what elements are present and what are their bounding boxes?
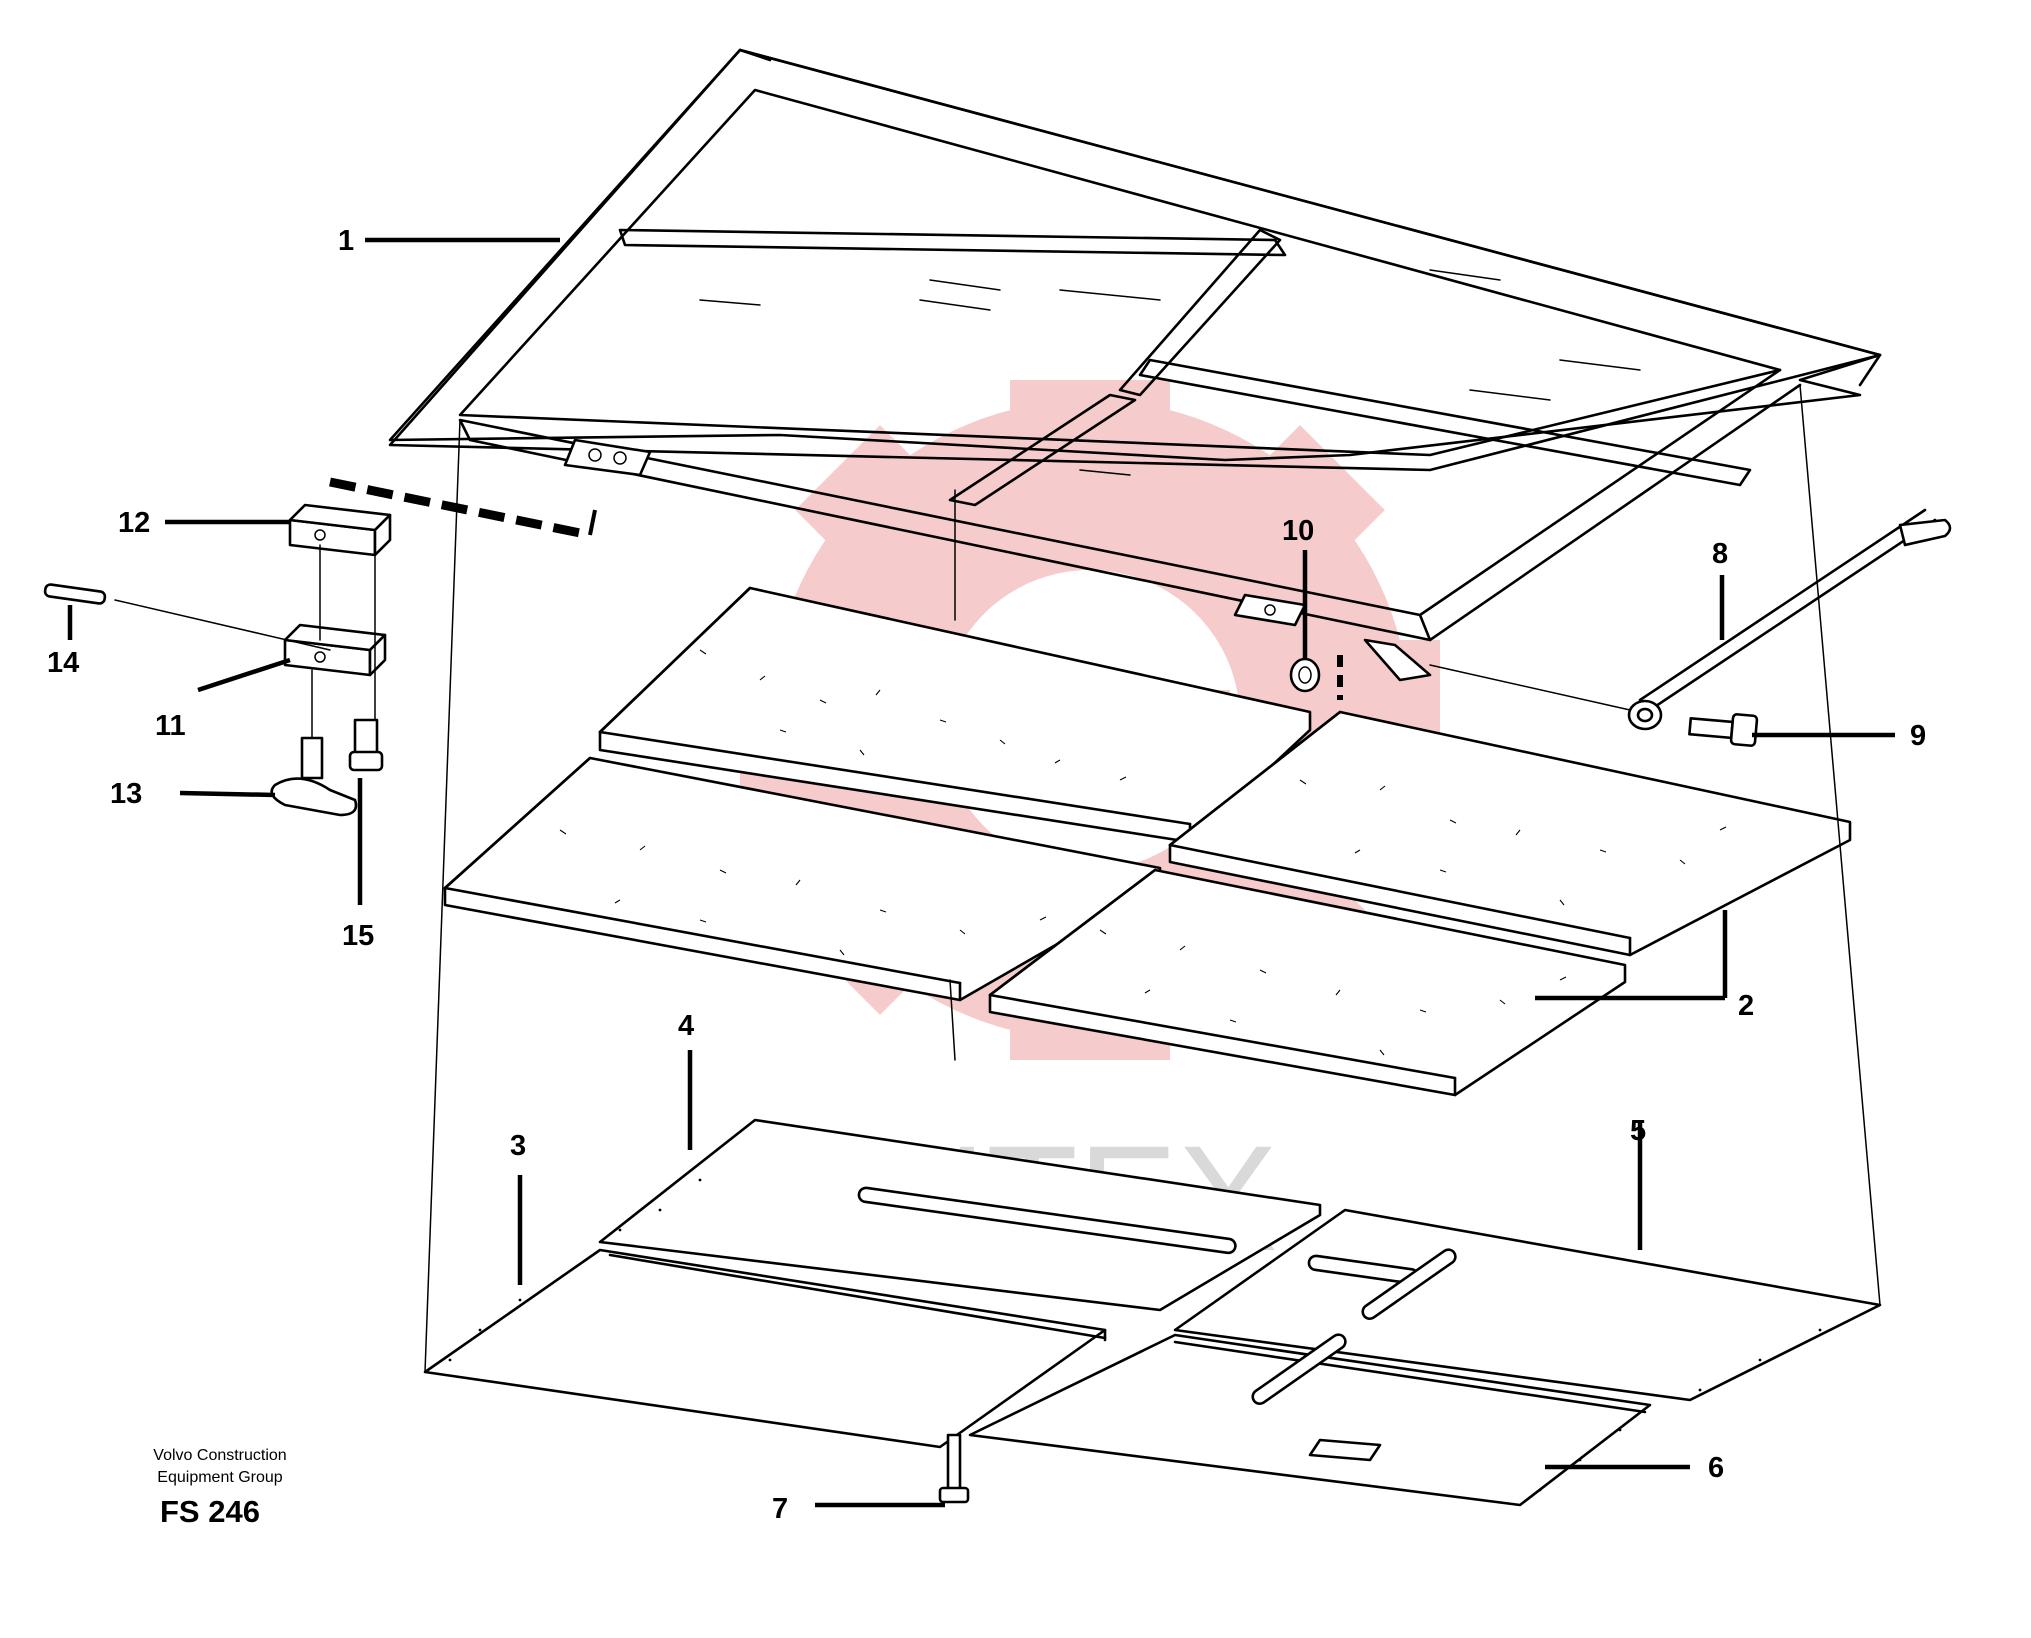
callout-6: 6 [1708, 1452, 1724, 1484]
callout-4: 4 [678, 1010, 694, 1042]
caption-line-2: Equipment Group [157, 1469, 283, 1486]
dashed-connector [329, 477, 591, 540]
callout-10: 10 [1282, 515, 1314, 547]
caption: Volvo Construction Equipment Group FS 24… [153, 1447, 286, 1529]
callout-14: 14 [47, 647, 79, 679]
t-handle-13 [270, 736, 358, 817]
callout-labels: 1 2 3 4 5 6 7 8 9 10 11 12 13 14 15 [47, 225, 1926, 1525]
callout-11: 11 [155, 710, 186, 742]
caption-line-1: Volvo Construction [153, 1447, 286, 1464]
bolt-15 [348, 718, 384, 772]
callout-5: 5 [1630, 1115, 1646, 1147]
callout-1: 1 [338, 225, 354, 257]
rod-8 [1627, 508, 1952, 731]
outline-projection-lines [424, 384, 1881, 1373]
callout-9: 9 [1910, 720, 1926, 752]
callout-3: 3 [510, 1130, 526, 1162]
latch-block-11 [283, 623, 387, 677]
callout-2: 2 [1738, 990, 1754, 1022]
ceiling-panels [423, 1118, 1882, 1507]
pin-14 [43, 583, 107, 605]
latch-block-12 [288, 503, 392, 557]
leader-lines [67, 237, 1895, 1508]
callout-8: 8 [1712, 538, 1728, 570]
roof-frame [388, 48, 1882, 682]
insulation-panels [443, 586, 1852, 1097]
callout-12: 12 [118, 507, 150, 539]
figure-code: FS 246 [160, 1494, 260, 1529]
callout-13: 13 [110, 778, 142, 810]
callout-15: 15 [342, 920, 374, 952]
callout-7: 7 [772, 1493, 788, 1525]
screw-9 [1429, 664, 1759, 747]
nut-10 [1289, 657, 1321, 693]
